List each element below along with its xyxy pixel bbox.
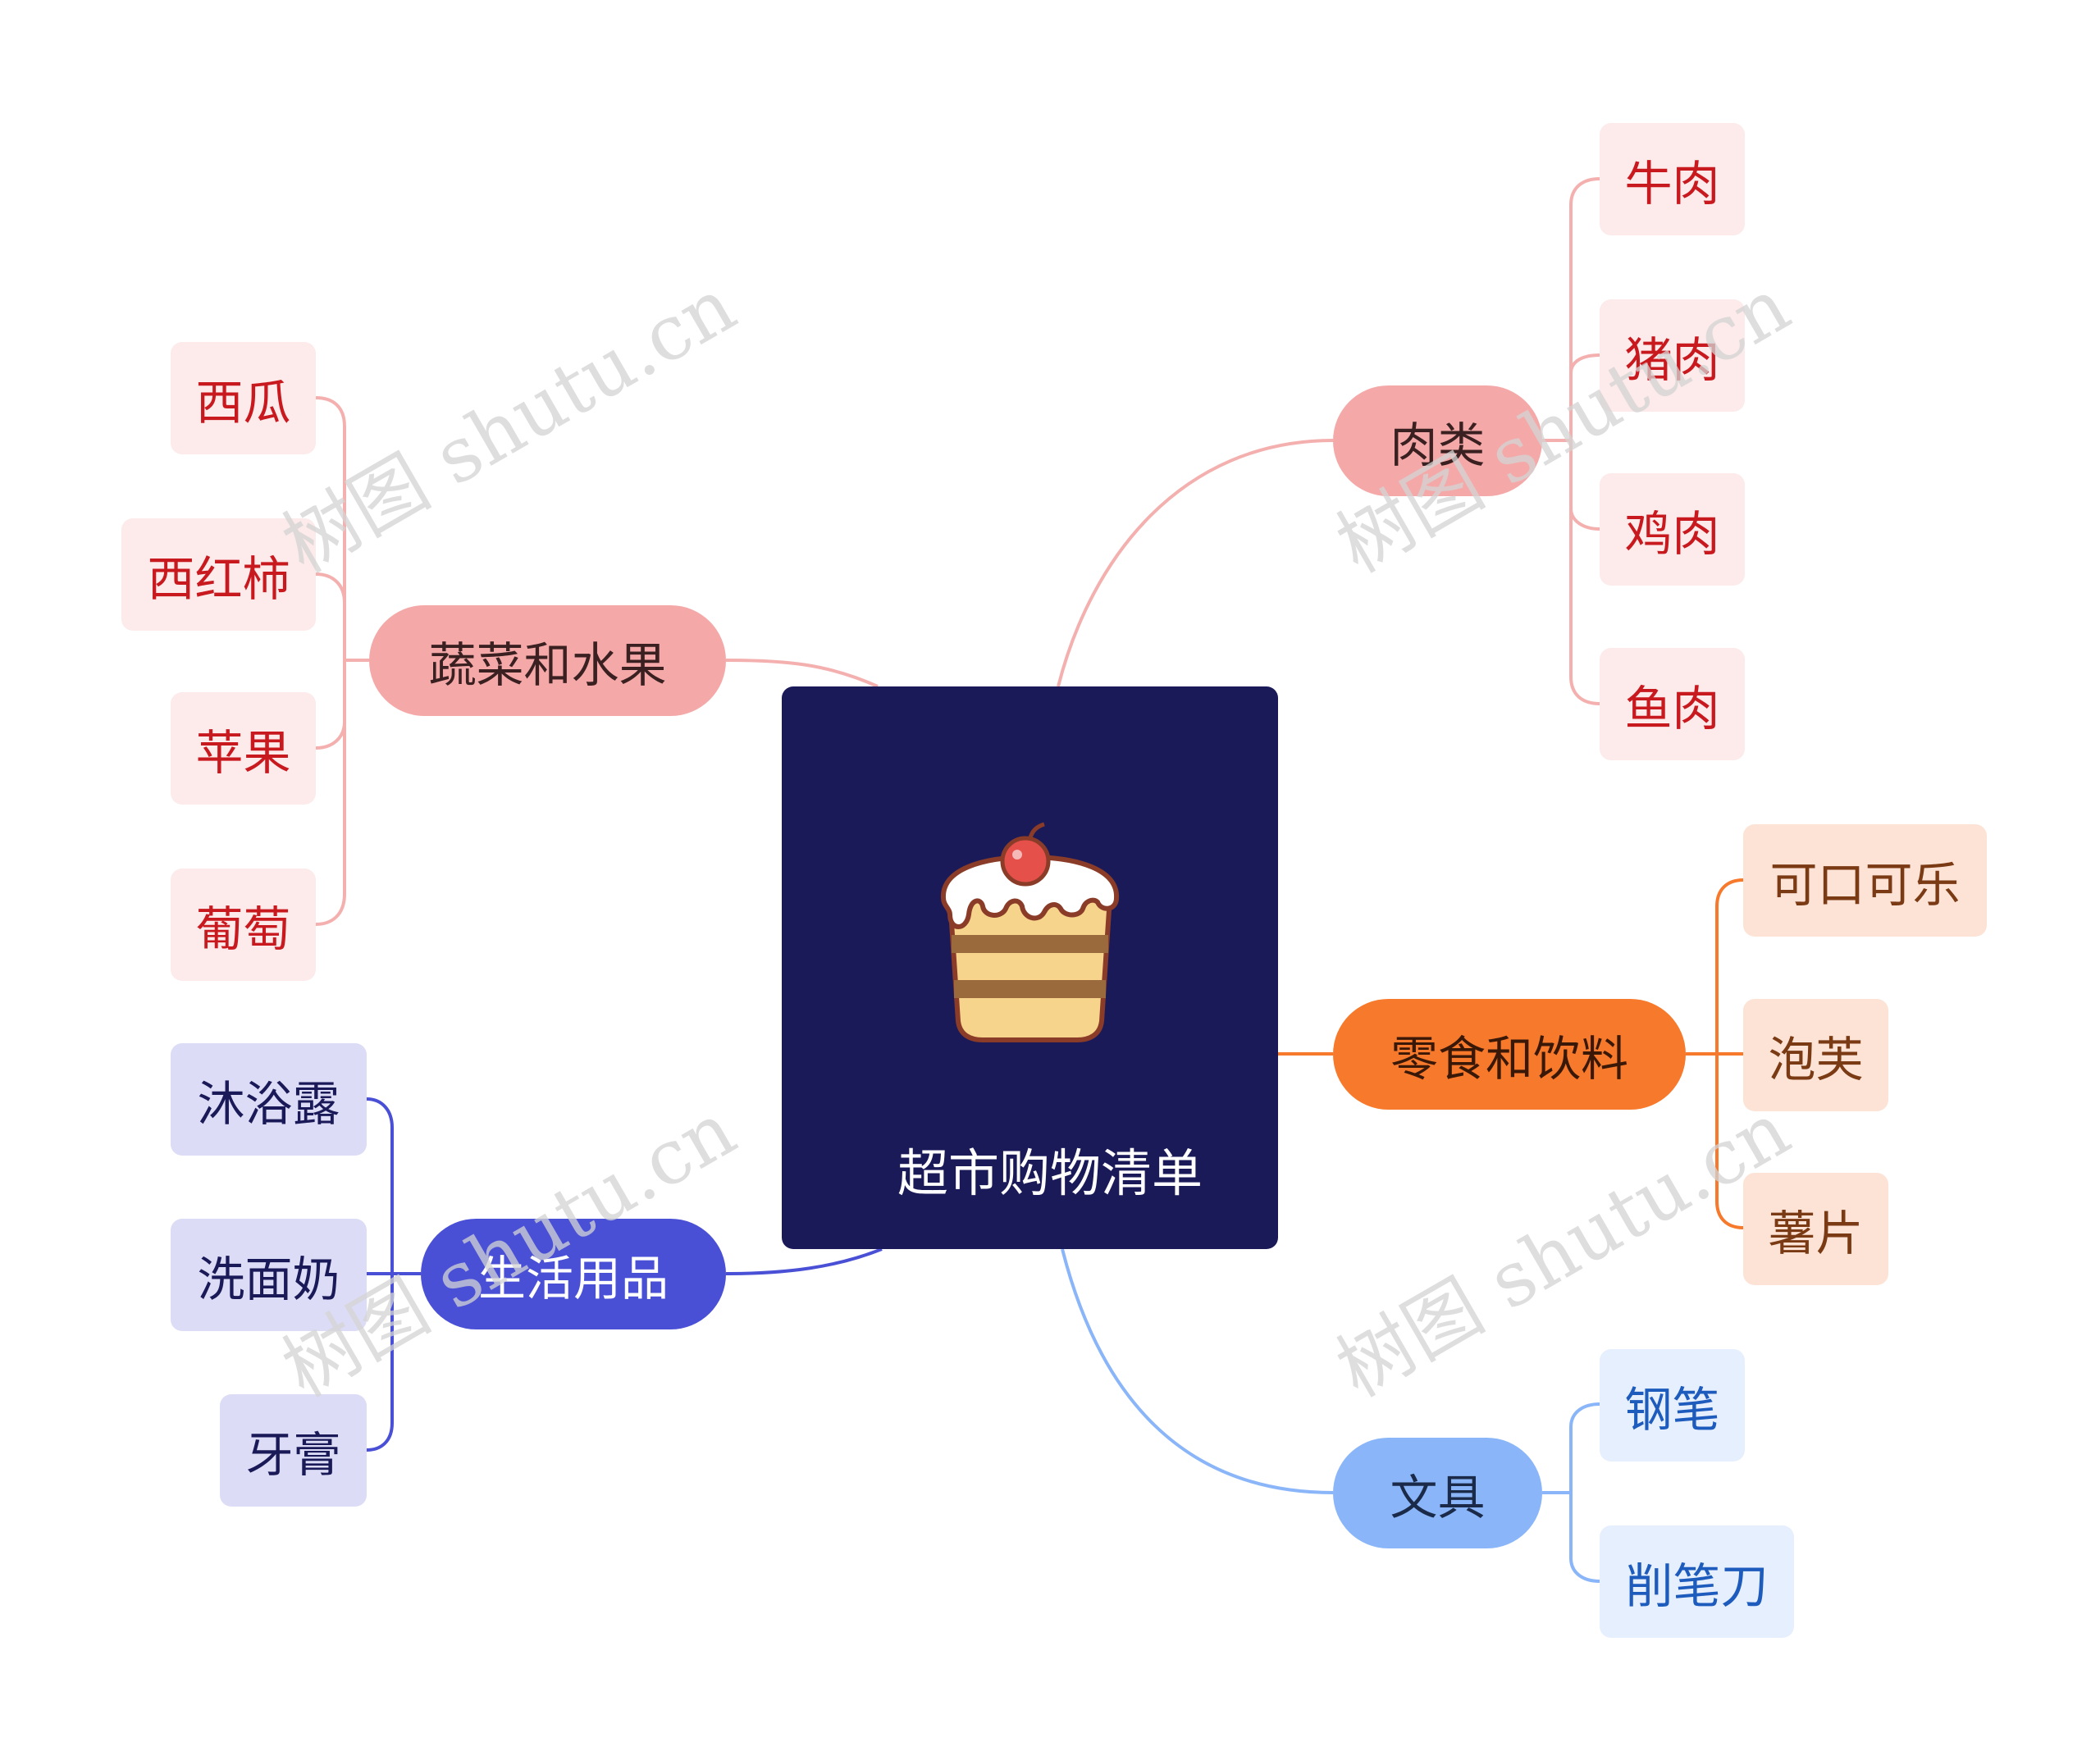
leaf-label: 西红柿: [147, 550, 290, 607]
branch-snacks-drinks[interactable]: 零食和饮料: [1333, 999, 1686, 1110]
connector-center-daily: [725, 1247, 883, 1275]
connector-center-stationery: [1061, 1248, 1334, 1494]
leaf-watermelon[interactable]: 西瓜: [171, 342, 316, 454]
leaf-apple[interactable]: 苹果: [171, 692, 316, 805]
snack-leaf-connectors: [1686, 878, 1744, 1229]
leaf-beef[interactable]: 牛肉: [1600, 123, 1745, 235]
leaf-label: 葡萄: [195, 901, 291, 957]
branch-meat[interactable]: 肉类: [1333, 385, 1542, 496]
leaf-shower-gel[interactable]: 沐浴露: [171, 1043, 367, 1156]
leaf-label: 薯片: [1768, 1205, 1864, 1261]
leaf-label: 泡芙: [1768, 1031, 1864, 1088]
branch-label: 蔬菜和水果: [428, 636, 667, 693]
branch-label: 肉类: [1390, 417, 1486, 473]
leaf-label: 鱼肉: [1624, 680, 1720, 736]
branch-label: 零食和饮料: [1390, 1030, 1628, 1087]
branch-label: 生活用品: [477, 1250, 669, 1306]
leaf-face-wash[interactable]: 洗面奶: [171, 1219, 367, 1331]
connector-center-veg: [725, 659, 879, 688]
connector-center-meat: [1057, 439, 1334, 687]
leaf-fish[interactable]: 鱼肉: [1600, 648, 1745, 760]
meat-leaf-connectors: [1542, 177, 1600, 705]
leaf-label: 洗面奶: [197, 1251, 340, 1307]
leaf-label: 钢笔: [1624, 1381, 1720, 1438]
leaf-cola[interactable]: 可口可乐: [1743, 824, 1987, 937]
branch-label: 文具: [1390, 1469, 1486, 1525]
leaf-label: 沐浴露: [197, 1075, 340, 1132]
stationery-leaf-connectors: [1542, 1402, 1600, 1583]
leaf-label: 可口可乐: [1769, 856, 1961, 913]
leaf-label: 苹果: [195, 724, 291, 781]
daily-leaf-connectors: [366, 1097, 421, 1452]
leaf-pen[interactable]: 钢笔: [1600, 1349, 1745, 1461]
cake-icon: [940, 822, 1120, 1042]
branch-stationery[interactable]: 文具: [1333, 1438, 1542, 1548]
veg-leaf-connectors: [315, 396, 369, 926]
leaf-chips[interactable]: 薯片: [1743, 1173, 1888, 1285]
leaf-chicken[interactable]: 鸡肉: [1600, 473, 1745, 586]
leaf-label: 削笔刀: [1625, 1557, 1769, 1614]
branch-daily-necessities[interactable]: 生活用品: [421, 1219, 726, 1329]
leaf-puff[interactable]: 泡芙: [1743, 999, 1888, 1111]
leaf-sharpener[interactable]: 削笔刀: [1600, 1525, 1794, 1638]
leaf-grape[interactable]: 葡萄: [171, 869, 316, 981]
leaf-tomato[interactable]: 西红柿: [121, 518, 316, 631]
leaf-label: 牙膏: [245, 1426, 341, 1483]
leaf-pork[interactable]: 猪肉: [1600, 299, 1745, 412]
leaf-toothpaste[interactable]: 牙膏: [220, 1394, 367, 1507]
branch-veg-fruit[interactable]: 蔬菜和水果: [369, 605, 726, 716]
leaf-label: 鸡肉: [1624, 505, 1720, 562]
leaf-label: 牛肉: [1624, 155, 1720, 212]
leaf-label: 西瓜: [195, 374, 291, 431]
central-topic-title: 超市购物清单: [897, 1143, 1203, 1203]
leaf-label: 猪肉: [1624, 331, 1720, 388]
